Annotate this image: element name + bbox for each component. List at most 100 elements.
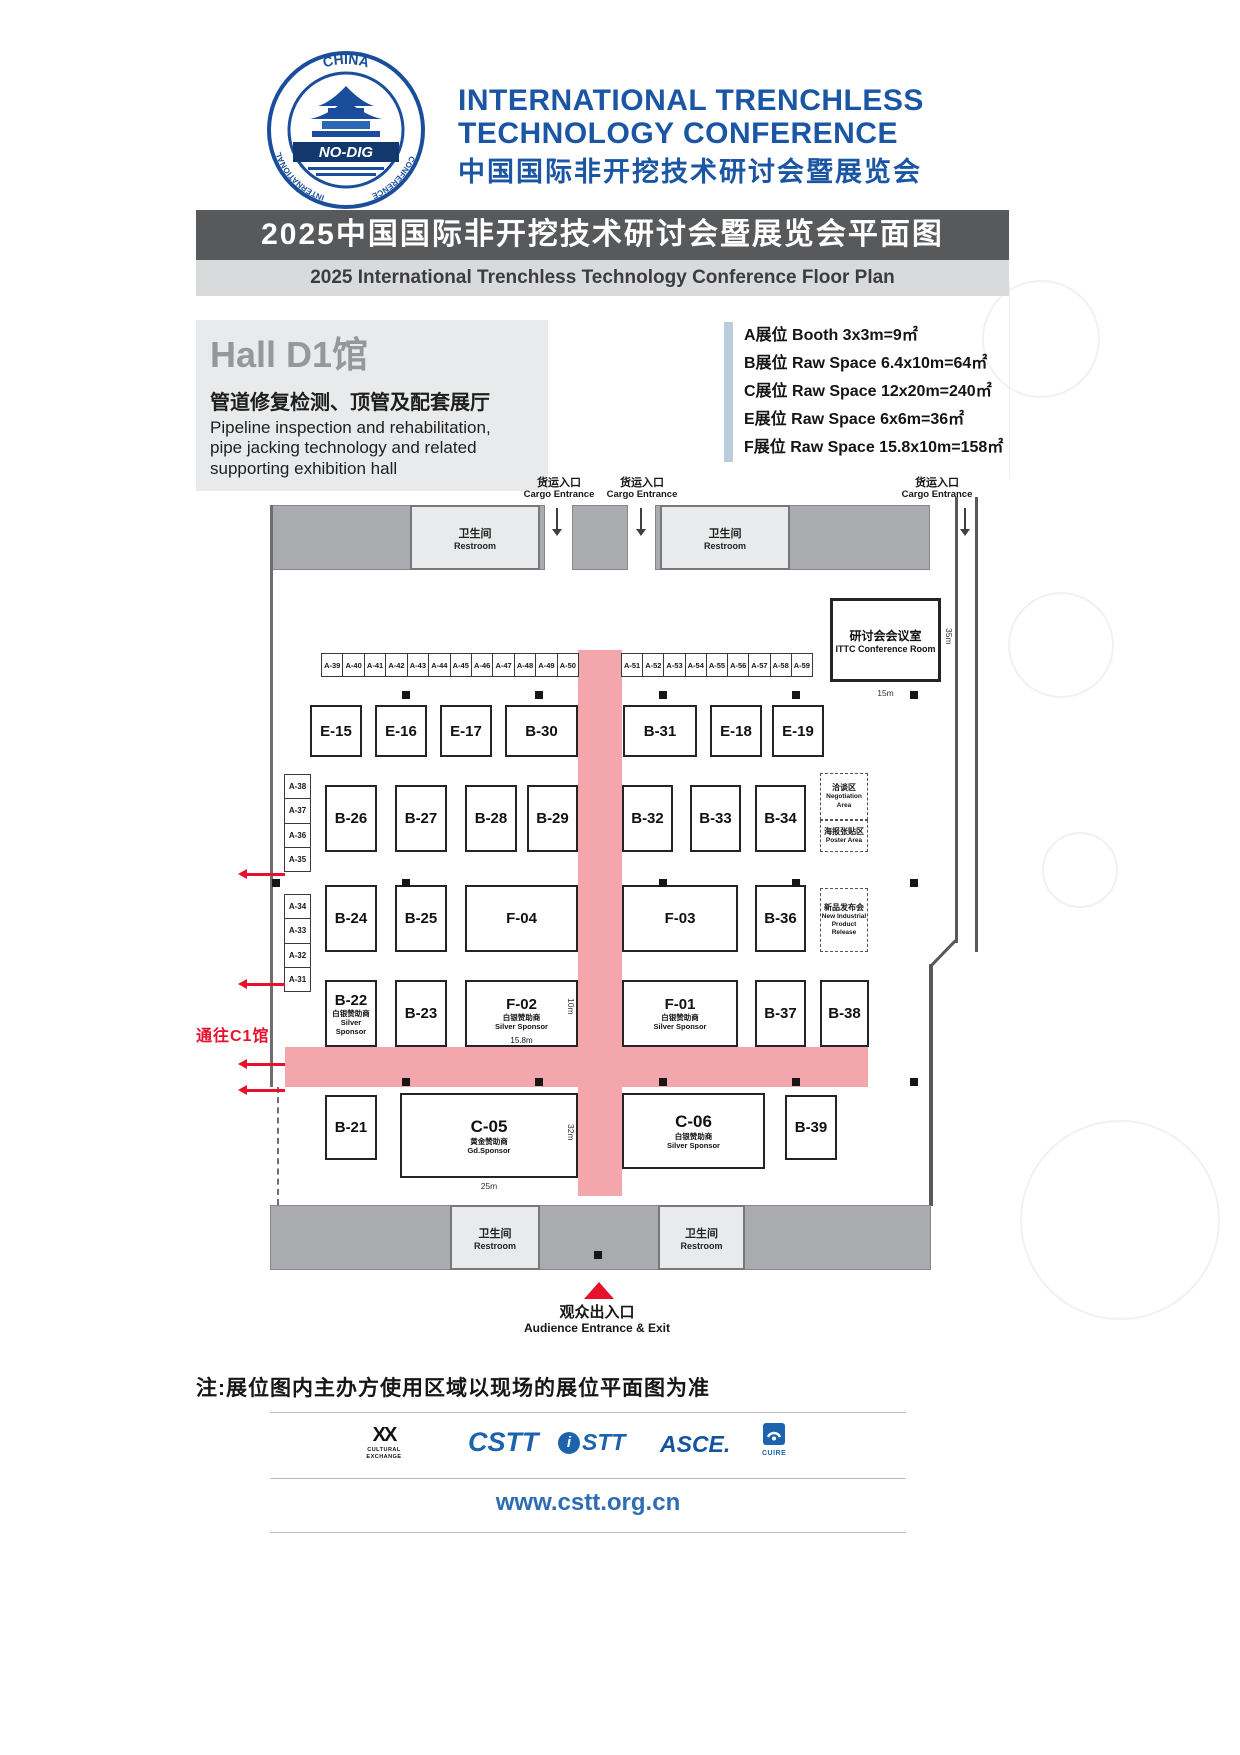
pillar: [272, 879, 280, 887]
legend-item-c: C展位 Raw Space 12x20m=240㎡: [744, 383, 992, 400]
logo-banner: [293, 142, 399, 162]
cargo-arrow-down-icon: [552, 508, 562, 536]
pillar: [910, 879, 918, 887]
logo-ring-top: CHINA: [321, 51, 371, 70]
cargo-arrow-down-icon: [636, 508, 646, 536]
cultural-exchange-logo: XX CULTURAL EXCHANGE: [366, 1424, 402, 1461]
booth-c-06: C-06 白银赞助商 Silver Sponsor: [622, 1093, 765, 1169]
svg-text:CHINA: CHINA: [321, 51, 371, 70]
booth-a-51: A-51: [621, 653, 644, 677]
pillar: [792, 879, 800, 887]
conference-title-cn: 中国国际非开挖技术研讨会暨展览会: [458, 157, 922, 187]
poster-area: 海报张贴区 Poster Area: [820, 820, 868, 852]
left-wall: [270, 505, 273, 1087]
pillar: [910, 691, 918, 699]
conference-title-en-line1: INTERNATIONAL TRENCHLESS: [458, 84, 924, 117]
floorplan-banner-en: 2025 International Trenchless Technology…: [196, 260, 1009, 296]
booth-b-26: B-26: [325, 785, 377, 852]
watermark-circle: [1042, 832, 1118, 908]
booth-legend: A展位 Booth 3x3m=9㎡ B展位 Raw Space 6.4x10m=…: [744, 322, 1024, 462]
restroom-bottom-left: 卫生间 Restroom: [450, 1205, 540, 1270]
booth-f-01: F-01 白银赞助商 Silver Sponsor: [622, 980, 738, 1047]
booth-b-38: B-38: [820, 980, 869, 1047]
booth-a-49: A-49: [535, 653, 558, 677]
hall-desc-line1: Pipeline inspection and rehabilitation,: [210, 418, 491, 437]
booth-a-56: A-56: [727, 653, 750, 677]
booth-a-43: A-43: [406, 653, 430, 677]
top-wall-segment-mid: [572, 505, 628, 570]
exit-arrow-left-icon: [238, 1085, 285, 1094]
pillar: [402, 1078, 410, 1086]
watermark-circle: [1008, 592, 1114, 698]
floorplan-banner-cn: 2025中国国际非开挖技术研讨会暨展览会平面图: [196, 210, 1009, 260]
footer-divider: [270, 1532, 906, 1533]
cargo-entrance-label-1: 货运入口 Cargo Entrance: [523, 477, 595, 500]
booth-b-28: B-28: [465, 785, 517, 852]
watermark-circle: [982, 280, 1100, 398]
booth-a-31: A-31: [284, 966, 311, 992]
restroom-top-right: 卫生间 Restroom: [660, 505, 790, 570]
website-link[interactable]: www.cstt.org.cn: [495, 1489, 681, 1516]
booth-a-57: A-57: [748, 653, 771, 677]
audience-entrance-en: Audience Entrance & Exit: [523, 1321, 671, 1335]
audience-entrance-cn: 观众出入口: [559, 1304, 635, 1321]
booth-a-35: A-35: [284, 846, 311, 872]
c05-width-dim: 25m: [480, 1181, 498, 1191]
cargo-entrance-label-2: 货运入口 Cargo Entrance: [606, 477, 678, 500]
booth-a-47: A-47: [492, 653, 515, 677]
to-c1-hall-label: 通往C1馆: [196, 1028, 270, 1045]
pillar: [535, 1078, 543, 1086]
logo-banner-text: NO-DIG: [319, 144, 373, 161]
booth-e-18: E-18: [710, 705, 762, 757]
aisle-horizontal: [285, 1047, 868, 1087]
pillar: [659, 879, 667, 887]
pillar: [402, 879, 410, 887]
audience-entrance-arrow-icon: [584, 1282, 614, 1299]
new-product-release-area: 新品发布会 New Industrial Product Release: [820, 888, 868, 952]
booth-b-24: B-24: [325, 885, 377, 952]
f02-width-dim: 15.8m: [510, 1036, 533, 1045]
cuire-logo: CUIRE: [762, 1423, 786, 1457]
booth-a-48: A-48: [513, 653, 537, 677]
aisle-dim-upper: 10m: [566, 998, 576, 1015]
a-booth-col-lower: A-34 A-33 A-32 A-31: [284, 894, 311, 992]
pagoda-icon: [310, 86, 382, 137]
legend-item-b: B展位 Raw Space 6.4x10m=64㎡: [744, 355, 988, 372]
hall-desc-line2: pipe jacking technology and related: [210, 438, 477, 458]
booth-a-44: A-44: [428, 653, 451, 677]
booth-f-04: F-04: [465, 885, 578, 952]
booth-a-55: A-55: [705, 653, 729, 677]
right-lower-wall: [929, 964, 933, 1206]
booth-b-32: B-32: [622, 785, 673, 852]
booth-b-23: B-23: [395, 980, 447, 1047]
booth-a-41: A-41: [363, 653, 387, 677]
legend-accent-bar: [724, 322, 733, 462]
booth-b-37: B-37: [755, 980, 806, 1047]
a-booth-col-upper: A-38 A-37 A-36 A-35: [284, 774, 311, 872]
booth-a-32: A-32: [284, 942, 311, 968]
hall-info-block: Hall D1馆 管道修复检测、顶管及配套展厅 Pipeline inspect…: [196, 320, 548, 492]
cargo-entrance-label-3: 货运入口 Cargo Entrance: [901, 477, 973, 500]
pillar: [659, 1078, 667, 1086]
hall-desc-line3: supporting exhibition hall: [210, 458, 398, 478]
booth-a-46: A-46: [470, 653, 494, 677]
legend-item-e: E展位 Raw Space 6x6m=36㎡: [744, 411, 965, 428]
exit-arrow-left-icon: [238, 979, 285, 988]
booth-b-25: B-25: [395, 885, 447, 952]
footer-divider: [270, 1412, 906, 1413]
booth-e-19: E-19: [772, 705, 824, 757]
cargo-arrow-down-icon: [960, 508, 970, 536]
asce-logo: ASCE.: [660, 1431, 731, 1457]
hall-subtitle-cn: 管道修复检测、顶管及配套展厅: [210, 392, 490, 414]
booth-a-58: A-58: [769, 653, 792, 677]
cstt-logo: CSTT: [468, 1427, 539, 1457]
pillar: [594, 1251, 602, 1259]
pillar: [910, 1078, 918, 1086]
pillar: [659, 691, 667, 699]
cuire-icon: [763, 1423, 786, 1445]
booth-b-27: B-27: [395, 785, 447, 852]
booth-a-53: A-53: [663, 653, 686, 677]
booth-a-36: A-36: [284, 822, 311, 848]
aisle-vertical: [578, 650, 622, 1196]
